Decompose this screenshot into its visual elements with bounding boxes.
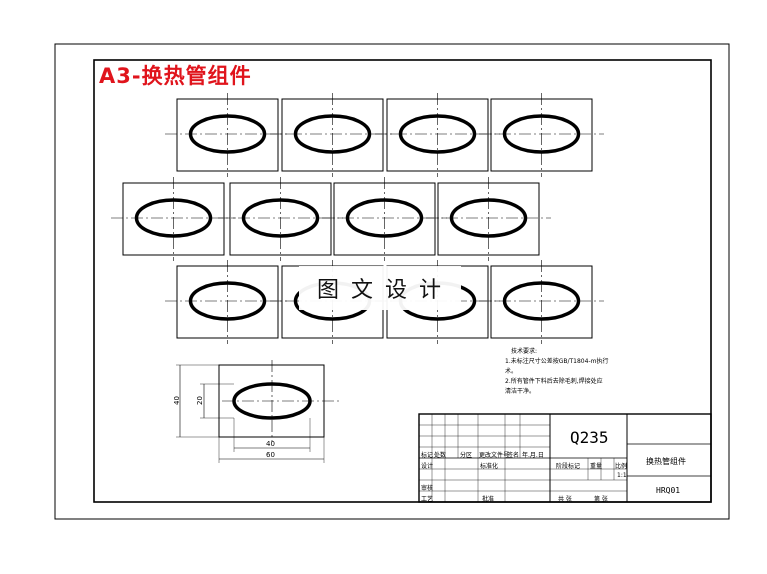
tube-section-panel xyxy=(111,177,236,261)
tb-count-label: 处数 xyxy=(434,452,447,459)
tb-review-label: 审核 xyxy=(421,485,434,492)
tb-process-label: 工艺 xyxy=(421,496,434,503)
tb-mark-label: 标记 xyxy=(421,452,434,459)
title-block-grid xyxy=(418,413,712,503)
outer-frame xyxy=(54,43,730,520)
detail-view xyxy=(176,360,339,463)
tube-section-panel xyxy=(165,260,290,344)
drawing-code: HRQ01 xyxy=(656,486,681,495)
tb-sheet-label: 共 张 xyxy=(558,496,572,503)
tube-section-panel xyxy=(479,260,604,344)
tb-date-label: 年.月.日 xyxy=(522,452,544,459)
drawing-title: A3-换热管组件 xyxy=(99,64,252,88)
dim-height-outer: 40 xyxy=(173,396,181,405)
technical-notes: 技术要求: 1.未标注尺寸公差按GB/T1804-m执行 术。 2.所有管件下料… xyxy=(505,347,675,397)
tb-sign-label: 签名 xyxy=(507,452,520,459)
tube-section-panel xyxy=(270,93,395,177)
tube-section-panel xyxy=(426,177,551,261)
notes-line-1: 1.未标注尺寸公差按GB/T1804-m执行 xyxy=(505,358,609,365)
tb-design-label: 设计 xyxy=(421,463,434,470)
tube-array xyxy=(111,93,604,344)
tb-stage-label: 阶段标记 xyxy=(556,463,581,470)
tb-scale-value: 1:1 xyxy=(617,472,627,479)
material-label: Q235 xyxy=(570,428,609,447)
tube-section-panel xyxy=(479,93,604,177)
part-name: 换热管组件 xyxy=(646,457,686,466)
notes-line-2b: 清洁干净。 xyxy=(505,388,536,395)
tube-section-panel xyxy=(322,177,447,261)
watermark: 图文设计 xyxy=(299,266,461,310)
tb-approve-label: 批准 xyxy=(482,496,495,503)
dim-height-inner: 20 xyxy=(196,396,204,405)
tb-std-label: 标准化 xyxy=(480,463,499,470)
notes-heading: 技术要求: xyxy=(511,348,538,355)
dim-width-inner: 40 xyxy=(266,440,275,448)
tube-section-panel xyxy=(218,177,343,261)
tb-page-label: 第 张 xyxy=(594,496,608,503)
inner-frame xyxy=(93,59,712,503)
tb-ratio-label: 比例 xyxy=(615,463,628,470)
dim-width-outer: 60 xyxy=(266,451,275,459)
tube-section-panel xyxy=(375,93,500,177)
tube-section-panel xyxy=(165,93,290,177)
tb-zone-label: 分区 xyxy=(460,452,473,459)
notes-line-2: 2.所有管件下料后去除毛刺,焊接处应 xyxy=(505,378,603,385)
notes-line-1b: 术。 xyxy=(505,368,518,375)
tb-weight-label: 重量 xyxy=(590,463,603,470)
tb-change-label: 更改文件号 xyxy=(479,452,510,459)
